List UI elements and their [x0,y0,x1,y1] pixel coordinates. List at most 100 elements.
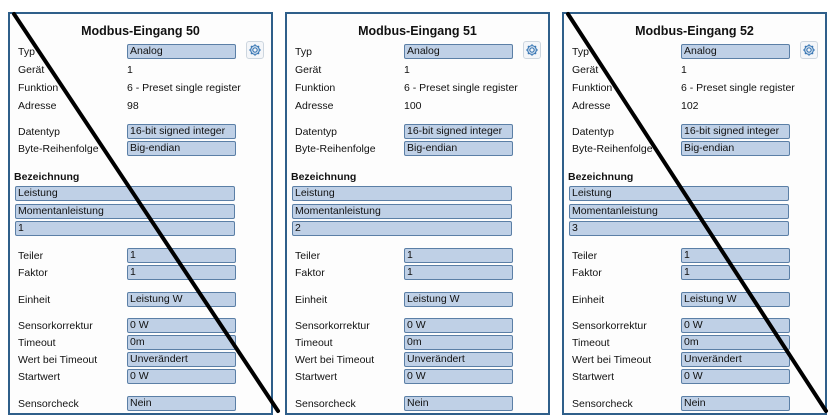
einheit-select[interactable]: Leistung W [127,292,236,307]
teiler-input[interactable]: 1 [404,248,513,263]
label-einheit: Einheit [572,294,605,306]
byte-order-select[interactable]: Big-endian [127,141,236,156]
label-datentyp: Datentyp [295,126,338,138]
faktor-input[interactable]: 1 [681,265,790,280]
label-faktor: Faktor [572,267,602,279]
label-timeout: Timeout [295,337,333,349]
adresse-value: 100 [404,100,422,112]
gear-icon [249,44,261,56]
datentyp-select[interactable]: 16-bit signed integer [127,124,236,139]
settings-button[interactable] [246,41,264,59]
sensorkorrektur-input[interactable]: 0 W [127,318,236,333]
label-sensorcheck: Sensorcheck [18,398,79,410]
bezeichnung-field-1[interactable]: Leistung [569,186,789,201]
timeout-input[interactable]: 0m [127,335,236,350]
einheit-select[interactable]: Leistung W [404,292,513,307]
startwert-input[interactable]: 0 W [681,369,790,384]
label-byte-order: Byte-Reihenfolge [572,143,653,155]
sensorkorrektur-input[interactable]: 0 W [404,318,513,333]
bezeichnung-field-2[interactable]: Momentanleistung [292,204,512,219]
settings-button[interactable] [800,41,818,59]
bezeichnung-field-1[interactable]: Leistung [15,186,235,201]
label-einheit: Einheit [18,294,51,306]
label-timeout: Timeout [572,337,610,349]
datentyp-select[interactable]: 16-bit signed integer [404,124,513,139]
wert-timeout-select[interactable]: Unverändert [404,352,513,367]
label-sensorkorrektur: Sensorkorrektur [295,320,370,332]
panel-title: Modbus-Eingang 51 [358,24,477,38]
sensorcheck-select[interactable]: Nein [404,396,513,411]
label-typ: Typ [18,46,35,58]
label-funktion: Funktion [18,82,59,94]
label-sensorcheck: Sensorcheck [572,398,633,410]
bezeichnung-field-1[interactable]: Leistung [292,186,512,201]
section-bezeichnung: Bezeichnung [568,171,634,183]
typ-select[interactable]: Analog [404,44,513,59]
section-bezeichnung: Bezeichnung [14,171,80,183]
startwert-input[interactable]: 0 W [127,369,236,384]
label-wert-timeout: Wert bei Timeout [295,354,375,366]
teiler-input[interactable]: 1 [681,248,790,263]
modbus-panel-51: Modbus-Eingang 51 Typ Analog Gerät 1 Fun… [285,12,550,415]
label-funktion: Funktion [295,82,336,94]
faktor-input[interactable]: 1 [404,265,513,280]
wert-timeout-select[interactable]: Unverändert [127,352,236,367]
label-timeout: Timeout [18,337,56,349]
label-geraet: Gerät [18,64,45,76]
bezeichnung-field-3[interactable]: 2 [292,221,512,236]
funktion-value: 6 - Preset single register [681,82,795,94]
panel-title: Modbus-Eingang 50 [81,24,200,38]
timeout-input[interactable]: 0m [404,335,513,350]
adresse-value: 102 [681,100,699,112]
byte-order-select[interactable]: Big-endian [404,141,513,156]
gear-icon [803,44,815,56]
label-geraet: Gerät [572,64,599,76]
wert-timeout-select[interactable]: Unverändert [681,352,790,367]
geraet-value: 1 [681,64,687,76]
sensorcheck-select[interactable]: Nein [127,396,236,411]
label-typ: Typ [572,46,589,58]
bezeichnung-field-2[interactable]: Momentanleistung [15,204,235,219]
label-sensorkorrektur: Sensorkorrektur [572,320,647,332]
label-teiler: Teiler [295,250,321,262]
section-bezeichnung: Bezeichnung [291,171,357,183]
label-typ: Typ [295,46,312,58]
typ-select[interactable]: Analog [681,44,790,59]
gear-icon [526,44,538,56]
sensorcheck-select[interactable]: Nein [681,396,790,411]
modbus-panel-50: Modbus-Eingang 50 Typ Analog Gerät 1 Fun… [8,12,273,415]
label-byte-order: Byte-Reihenfolge [18,143,99,155]
label-startwert: Startwert [18,371,61,383]
label-teiler: Teiler [18,250,44,262]
byte-order-select[interactable]: Big-endian [681,141,790,156]
startwert-input[interactable]: 0 W [404,369,513,384]
label-datentyp: Datentyp [18,126,61,138]
geraet-value: 1 [127,64,133,76]
label-sensorcheck: Sensorcheck [295,398,356,410]
bezeichnung-field-2[interactable]: Momentanleistung [569,204,789,219]
bezeichnung-field-3[interactable]: 1 [15,221,235,236]
teiler-input[interactable]: 1 [127,248,236,263]
label-wert-timeout: Wert bei Timeout [572,354,652,366]
panel-title: Modbus-Eingang 52 [635,24,754,38]
label-byte-order: Byte-Reihenfolge [295,143,376,155]
faktor-input[interactable]: 1 [127,265,236,280]
label-faktor: Faktor [18,267,48,279]
adresse-value: 98 [127,100,139,112]
settings-button[interactable] [523,41,541,59]
label-datentyp: Datentyp [572,126,615,138]
label-funktion: Funktion [572,82,613,94]
label-einheit: Einheit [295,294,328,306]
modbus-panel-52: Modbus-Eingang 52 Typ Analog Gerät 1 Fun… [562,12,827,415]
label-wert-timeout: Wert bei Timeout [18,354,98,366]
typ-select[interactable]: Analog [127,44,236,59]
timeout-input[interactable]: 0m [681,335,790,350]
einheit-select[interactable]: Leistung W [681,292,790,307]
datentyp-select[interactable]: 16-bit signed integer [681,124,790,139]
label-startwert: Startwert [572,371,615,383]
label-adresse: Adresse [18,100,57,112]
label-teiler: Teiler [572,250,598,262]
bezeichnung-field-3[interactable]: 3 [569,221,789,236]
funktion-value: 6 - Preset single register [127,82,241,94]
sensorkorrektur-input[interactable]: 0 W [681,318,790,333]
